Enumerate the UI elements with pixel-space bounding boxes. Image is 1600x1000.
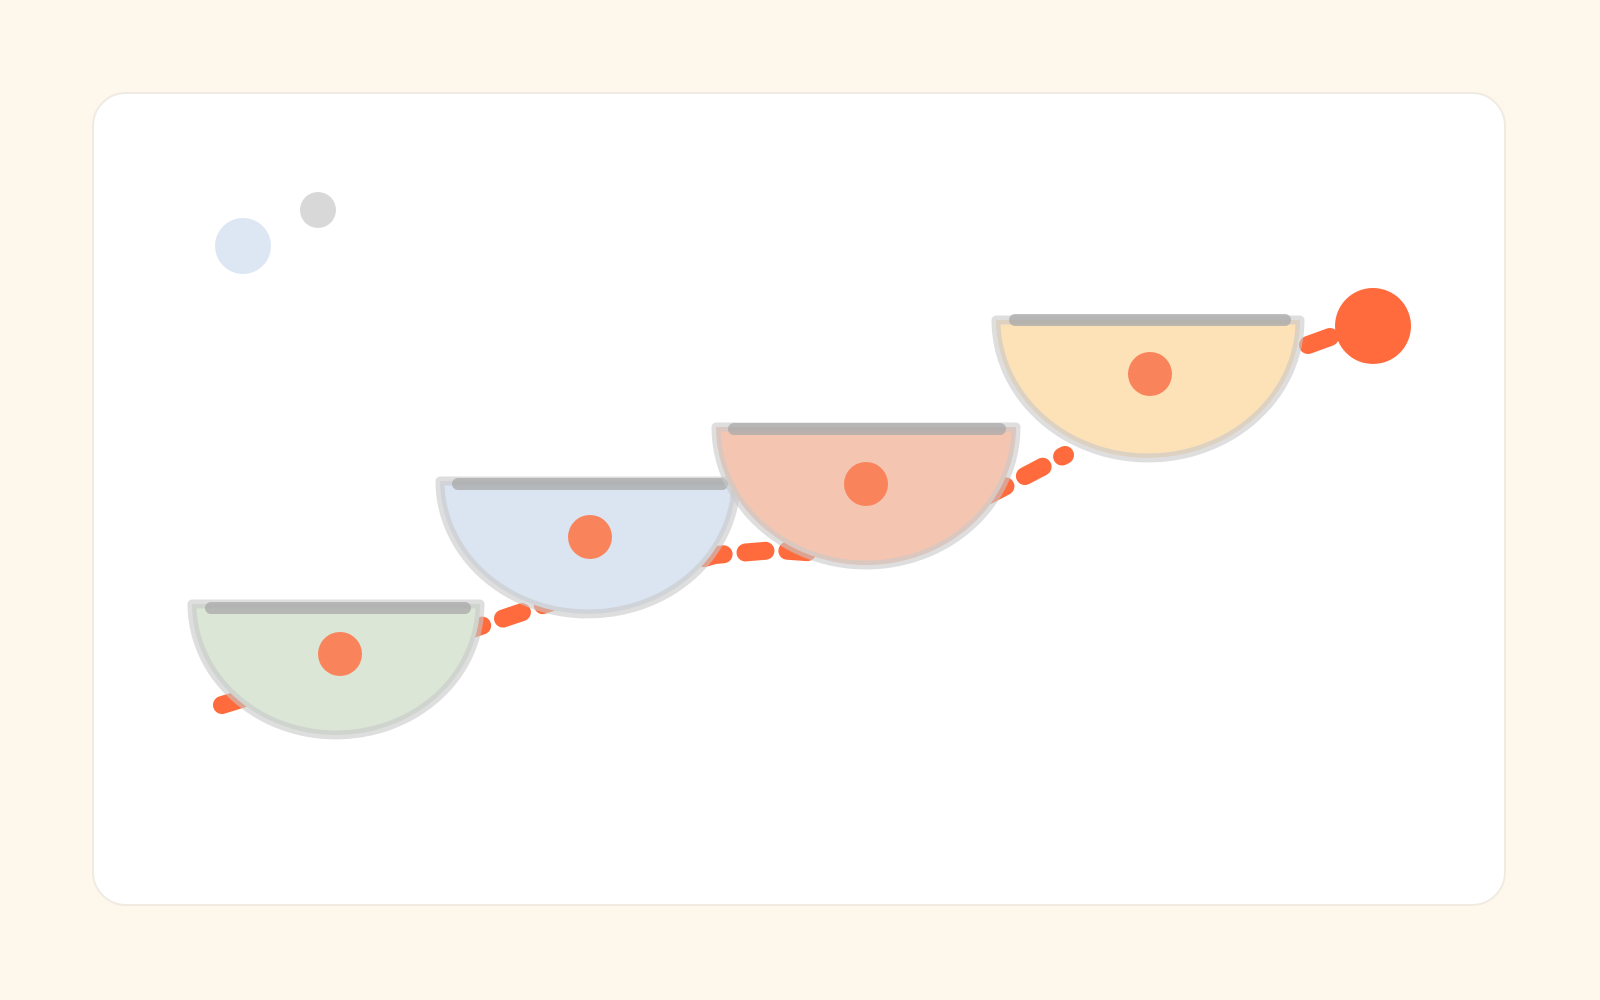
dashed-path-end xyxy=(1299,328,1339,354)
bowl-salmon xyxy=(711,422,1021,570)
bowl-yellow-dot xyxy=(1128,352,1172,396)
bowl-blue-dot xyxy=(568,515,612,559)
bowl-green xyxy=(187,599,485,740)
gray-dot xyxy=(300,192,336,228)
end-dot xyxy=(1335,288,1411,364)
bowl-blue xyxy=(435,476,741,619)
bowl-salmon-dot xyxy=(844,462,888,506)
bowl-green-dot xyxy=(318,632,362,676)
blue-dot xyxy=(215,218,271,274)
bowl-yellow xyxy=(991,314,1305,463)
